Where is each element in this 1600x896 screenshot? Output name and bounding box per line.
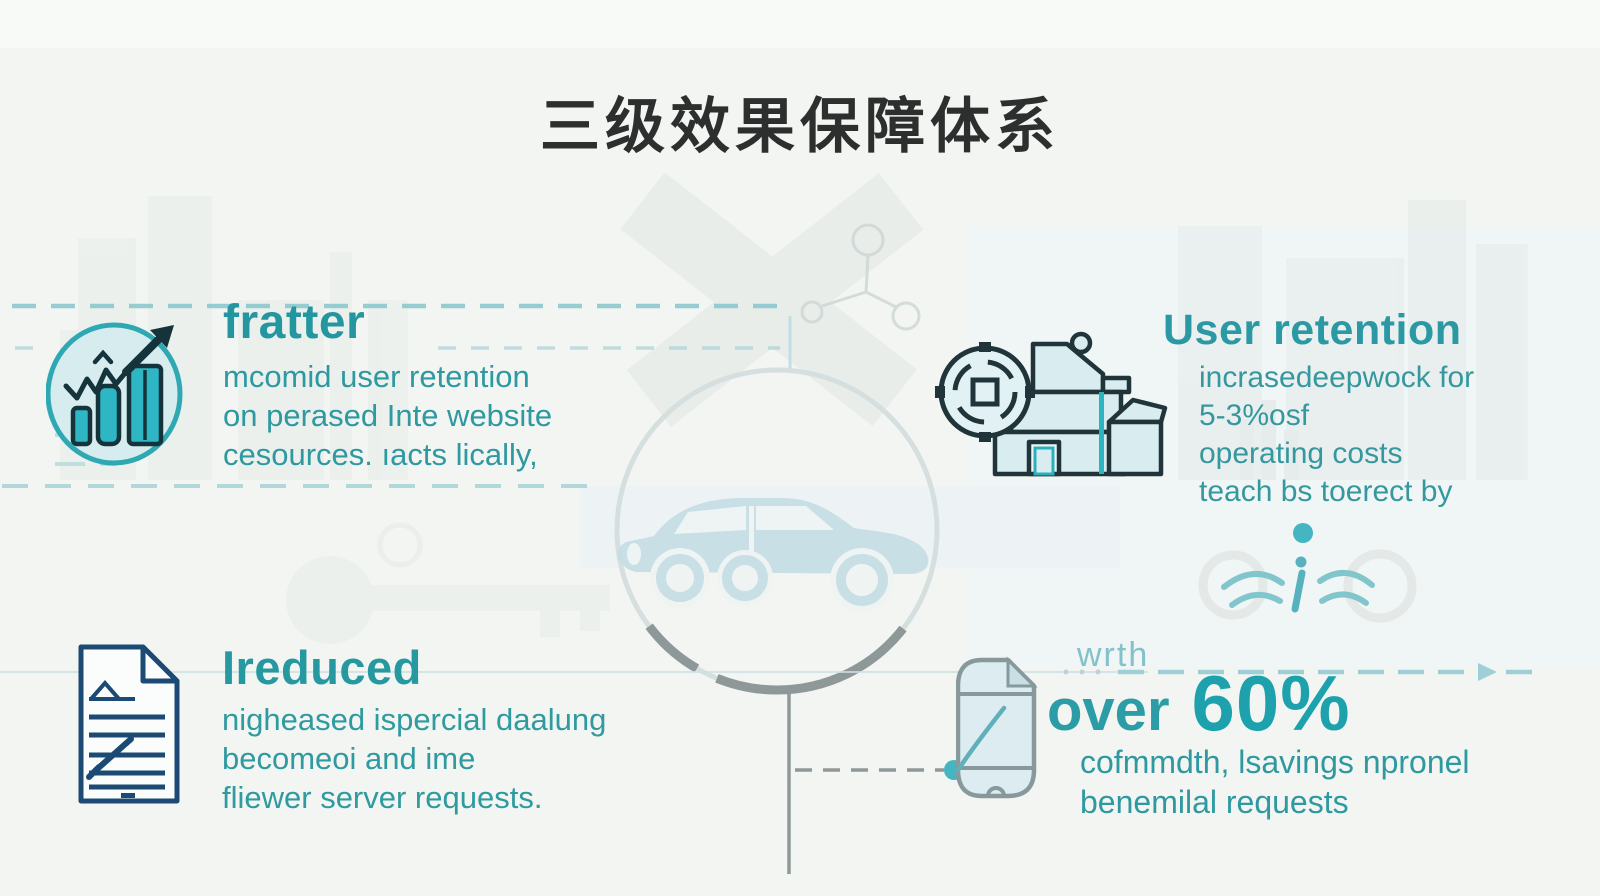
skyline-right-background	[1178, 200, 1528, 480]
center-circle-dark-arc	[612, 365, 942, 695]
bottom-left-line-2: becomeoi and ime	[222, 741, 476, 776]
top-left-title: fratter	[223, 296, 366, 349]
bottom-right-pre-label: wrth	[1077, 636, 1150, 674]
bottom-left-title: Ireduced	[222, 641, 422, 694]
bottom-left-body: nigheased ispercial daalung becomeoi and…	[222, 700, 606, 817]
phone-connector	[795, 760, 964, 780]
bottom-right-highlight: over 60%	[1047, 658, 1351, 749]
faint-circles-background	[1198, 549, 1417, 623]
bottom-arrow-line	[0, 663, 1532, 681]
molecule-background	[800, 223, 921, 331]
bottom-right-line-2: benemilal requests	[1080, 784, 1349, 820]
growth-chart-icon	[45, 320, 188, 471]
bottom-left-line-3: fliewer server requests.	[222, 780, 543, 815]
bottom-left-line-1: nigheased ispercial daalung	[222, 702, 607, 737]
top-light-band	[0, 0, 1600, 48]
top-right-line-2: 5-3%osf	[1199, 399, 1310, 432]
top-right-line-3: operating costs	[1199, 437, 1403, 470]
over-label: over	[1047, 678, 1170, 743]
top-right-line-1: incrasedeepwock for	[1199, 361, 1475, 394]
signal-i-icon	[1221, 523, 1375, 613]
bottom-right-line-1: cofmmdth, lsavings npronel	[1080, 744, 1470, 780]
car-icon	[617, 498, 929, 612]
top-right-title: User retention	[1163, 306, 1462, 354]
top-left-line-1: mcomid user retention	[223, 359, 530, 394]
top-left-line-3: cesources. ıacts lically,	[223, 437, 538, 472]
top-left-line-2: on perased Inte website	[223, 398, 553, 433]
bottom-right-body: cofmmdth, lsavings npronel benemilal req…	[1080, 742, 1470, 822]
document-icon	[73, 643, 185, 812]
factory-icon	[933, 330, 1169, 485]
top-right-body: incrasedeepwock for 5-3%osf operating co…	[1199, 359, 1474, 511]
phone-icon	[955, 650, 1038, 809]
top-right-line-4: teach bs toerect by	[1199, 475, 1453, 508]
page-title: 三级效果保障体系	[540, 92, 1060, 162]
key-shape-background	[286, 522, 610, 644]
percent-value: 60%	[1191, 659, 1351, 747]
top-left-body: mcomid user retention on perased Inte we…	[223, 357, 552, 474]
x-shape-background	[620, 172, 924, 427]
